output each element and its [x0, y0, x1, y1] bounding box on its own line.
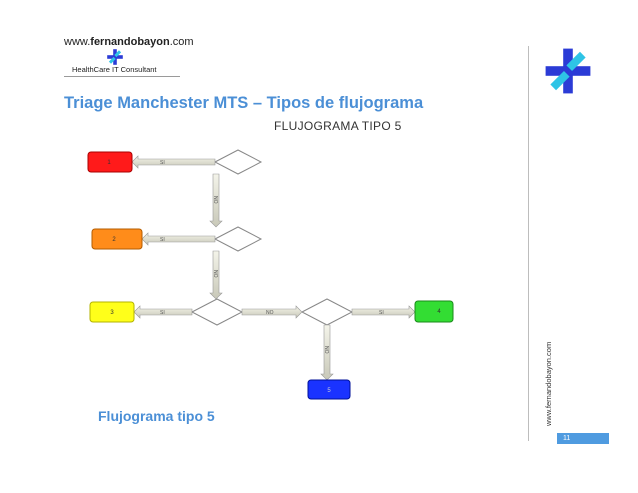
fernandobayon-logo-icon [107, 49, 123, 65]
page-number: 11 [557, 433, 609, 444]
arrow-si-3-label: SI [160, 310, 165, 316]
arrow-si-2-label: SI [160, 237, 165, 243]
arrow-si-right-label: SI [379, 310, 384, 316]
arrow-si-1: SI [131, 155, 216, 169]
decision-diamond-3 [190, 298, 244, 326]
priority-box-5: 5 [307, 379, 351, 400]
decision-diamond-1 [213, 149, 263, 175]
site-url: www.fernandobayon.com [64, 36, 194, 48]
header-divider [64, 76, 180, 77]
tagline: HealthCare IT Consultant [72, 65, 157, 74]
priority-box-2-label: 2 [112, 237, 116, 243]
decision-diamond-2 [213, 226, 263, 252]
slide-title: Triage Manchester MTS – Tipos de flujogr… [64, 94, 424, 112]
vertical-site-url: www.fernandobayon.com [544, 341, 553, 426]
arrow-si-2: SI [141, 232, 216, 246]
arrow-no-right-label: NO [266, 310, 274, 316]
arrow-si-right: SI [351, 305, 416, 319]
arrow-no-right: NO [241, 305, 303, 319]
arrow-no-down-3-label: NO [323, 346, 329, 354]
arrow-no-down-1: NO [209, 173, 223, 228]
arrow-si-3: SI [133, 305, 193, 319]
arrow-no-down-2: NO [209, 250, 223, 300]
decision-diamond-4 [300, 298, 354, 326]
priority-box-3-label: 3 [110, 310, 114, 316]
arrow-no-down-3: NO [320, 324, 334, 381]
vertical-divider [528, 46, 529, 441]
arrow-no-down-1-label: NO [212, 196, 218, 204]
flowchart: SI SI SI NO SI NO NO NO 1 2 3 [87, 149, 454, 400]
priority-box-1: 1 [87, 151, 133, 173]
fernandobayon-logo-icon [545, 48, 591, 94]
flowchart-title: FLUJOGRAMA TIPO 5 [274, 119, 402, 133]
priority-box-5-label: 5 [327, 388, 331, 394]
priority-box-4-label: 4 [437, 309, 441, 315]
priority-box-3: 3 [89, 301, 135, 323]
priority-box-1-label: 1 [107, 160, 111, 166]
arrow-no-down-2-label: NO [212, 270, 218, 278]
priority-box-4: 4 [414, 300, 454, 323]
arrow-si-1-label: SI [160, 160, 165, 166]
slide-caption: Flujograma tipo 5 [98, 408, 215, 424]
priority-box-2: 2 [91, 228, 143, 250]
